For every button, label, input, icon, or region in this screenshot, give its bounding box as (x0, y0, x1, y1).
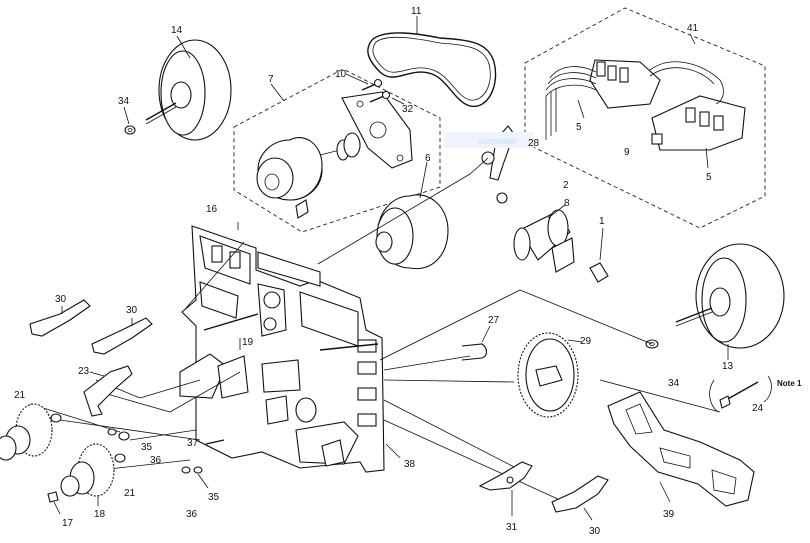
label-30b: 30 (126, 305, 138, 316)
part-labels: 1 2 5 5 6 7 8 9 10 11 13 14 16 17 18 19 … (14, 6, 802, 537)
label-5a: 5 (576, 122, 582, 133)
label-27: 27 (488, 315, 500, 326)
large-gear (517, 332, 583, 418)
label-19: 19 (242, 337, 254, 348)
plunger (589, 227, 609, 283)
label-35b: 35 (208, 492, 220, 503)
pcb-assembly-box (524, 7, 766, 229)
nut-17 (47, 491, 61, 515)
label-7: 7 (268, 74, 274, 85)
label-16: 16 (206, 204, 218, 215)
note-1: Note 1 (777, 379, 802, 388)
lever-31 (478, 461, 533, 516)
label-8: 8 (564, 198, 570, 209)
label-21b: 21 (124, 488, 136, 499)
label-30a: 30 (55, 294, 67, 305)
sensor-pcb (545, 59, 746, 169)
label-34b: 34 (668, 378, 680, 389)
label-5b: 5 (706, 172, 712, 183)
pin-27 (461, 325, 491, 361)
label-10: 10 (335, 69, 347, 80)
capstan-motor (256, 132, 361, 219)
watermark-bg (444, 132, 534, 148)
label-14: 14 (171, 25, 183, 36)
drive-belt (367, 16, 497, 108)
label-1: 1 (599, 216, 605, 227)
label-29: 29 (580, 336, 592, 347)
watermark: schneider (478, 136, 517, 146)
frame-39 (607, 391, 755, 507)
label-6: 6 (425, 153, 431, 164)
bracket-30-left-b (91, 317, 153, 355)
label-11: 11 (411, 6, 422, 17)
label-38: 38 (404, 459, 416, 470)
label-30c: 30 (589, 526, 601, 537)
label-32: 32 (402, 104, 414, 115)
solenoid (513, 204, 575, 273)
main-chassis (179, 225, 385, 473)
gear-18 (60, 443, 126, 506)
label-41: 41 (687, 23, 699, 34)
label-21a: 21 (14, 390, 26, 401)
bracket-30-left-a (29, 299, 91, 337)
label-18: 18 (94, 509, 106, 520)
label-28: 28 (528, 138, 540, 149)
washer-34-upper (123, 106, 136, 135)
label-36a: 36 (150, 455, 162, 466)
label-23: 23 (78, 366, 90, 377)
label-2: 2 (563, 180, 569, 191)
flywheel-right (675, 243, 785, 360)
motor-assembly-box (233, 68, 441, 233)
washers-35-36 (107, 428, 225, 489)
label-9: 9 (624, 147, 630, 158)
bracket-23 (83, 365, 133, 417)
motor-bracket (341, 91, 413, 169)
label-37: 37 (187, 438, 199, 449)
gear-assembly-left (0, 403, 62, 461)
label-31: 31 (506, 522, 518, 533)
label-35a: 35 (141, 442, 153, 453)
screw-24 (709, 375, 772, 413)
bracket-30-right (551, 475, 609, 521)
reel-motor (375, 161, 449, 270)
label-36b: 36 (186, 509, 198, 520)
label-24: 24 (752, 403, 764, 414)
label-34a: 34 (118, 96, 130, 107)
screws-10-32 (345, 73, 405, 105)
flywheel-upper (145, 35, 232, 141)
label-39: 39 (663, 509, 675, 520)
label-13: 13 (722, 361, 734, 372)
label-17: 17 (62, 518, 74, 529)
